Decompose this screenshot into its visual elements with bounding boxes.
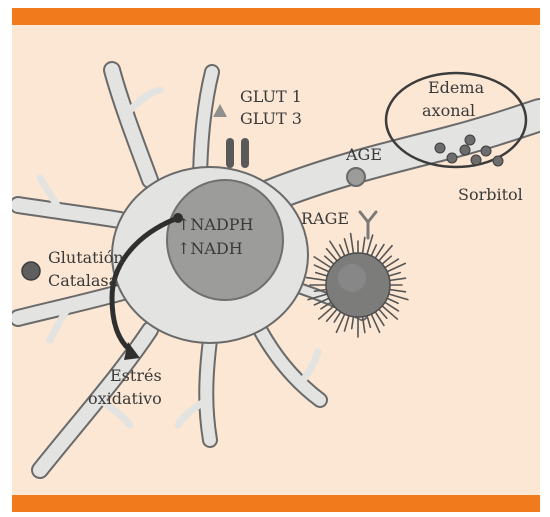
label-sorbitol: Sorbitol: [458, 185, 523, 204]
glut-channel-icon: [226, 138, 249, 168]
bottom-orange-bar: [12, 495, 540, 512]
spiky-cell: [307, 234, 408, 337]
neuron-diagram: GLUT 1 GLUT 3 Edema axonal AGE Sorbitol …: [12, 25, 540, 495]
label-catalasa: Catalasa: [48, 271, 119, 290]
diagram-panel: GLUT 1 GLUT 3 Edema axonal AGE Sorbitol …: [12, 25, 540, 495]
label-rage: RAGE: [301, 209, 349, 228]
label-glut1: GLUT 1: [240, 87, 302, 106]
label-age: AGE: [345, 145, 382, 164]
label-glutation: Glutatión: [48, 248, 124, 267]
glutation-circle-icon: [22, 262, 40, 280]
label-nadph: ↑NADPH: [177, 215, 254, 234]
label-estres: Estrés: [110, 366, 162, 385]
label-axonal: axonal: [422, 101, 475, 120]
label-glut3: GLUT 3: [240, 109, 302, 128]
top-orange-bar: [12, 8, 540, 25]
label-edema: Edema: [428, 78, 485, 97]
label-nadh: ↑NADH: [177, 239, 243, 258]
age-marker: [347, 168, 365, 186]
rage-receptor-icon: [360, 212, 376, 238]
glut-triangle-icon: [213, 104, 227, 117]
label-oxidativo: oxidativo: [88, 389, 162, 408]
